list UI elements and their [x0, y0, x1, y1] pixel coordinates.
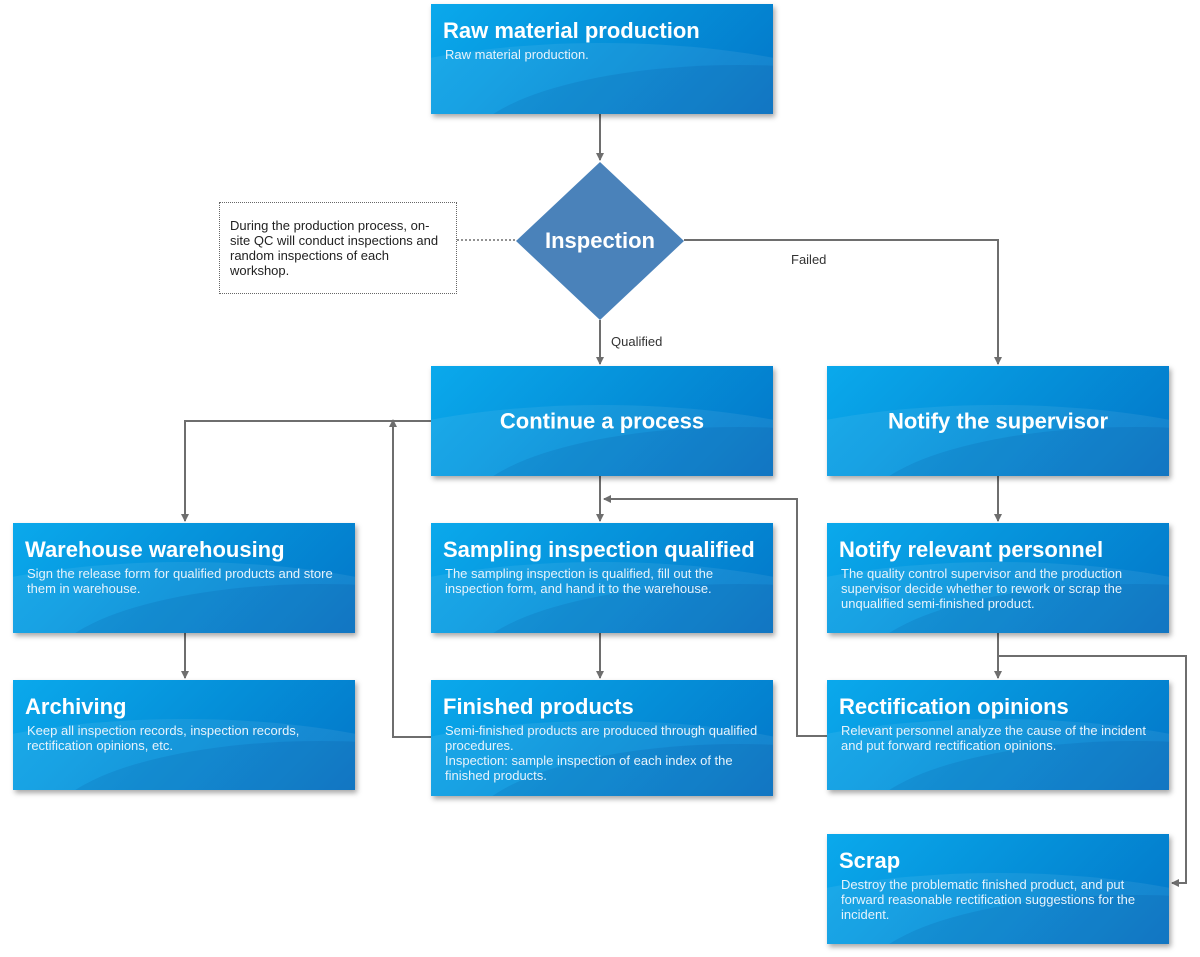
node-description: Sign the release form for qualified prod…	[27, 566, 333, 596]
edge-inspection-to-supervisor	[684, 239, 1002, 365]
inspection-decision: Inspection	[516, 162, 684, 320]
edge-continue-to-warehouse	[181, 420, 432, 522]
node-description: The quality control supervisor and the p…	[841, 566, 1123, 611]
node-description: Semi-finished products are produced thro…	[445, 723, 758, 783]
node-description: Raw material production.	[445, 47, 589, 62]
node-warehouse-warehousing: Warehouse warehousing Sign the release f…	[13, 523, 355, 633]
node-description: The sampling inspection is qualified, fi…	[445, 566, 714, 596]
inspection-title: Inspection	[544, 228, 655, 253]
node-description: Destroy the problematic finished product…	[841, 877, 1136, 922]
node-title: Raw material production	[443, 18, 700, 43]
node-title: Rectification opinions	[839, 694, 1069, 719]
node-description: Relevant personnel analyze the cause of …	[841, 723, 1146, 753]
inspection-note: During the production process, on-site Q…	[219, 202, 457, 294]
node-title: Finished products	[443, 694, 634, 719]
node-rectification-opinions: Rectification opinions Relevant personne…	[827, 680, 1169, 790]
node-title: Continue a process	[499, 408, 705, 434]
qualified-label: Qualified	[611, 334, 663, 349]
node-title: Sampling inspection qualified	[443, 537, 755, 562]
edge-personnel-to-scrap	[998, 655, 1187, 887]
edge-rectification-to-sampling	[603, 495, 827, 737]
node-notify-relevant-personnel: Notify relevant personnel The quality co…	[827, 523, 1169, 633]
node-title: Scrap	[839, 848, 901, 873]
node-raw-material-production: Raw material production Raw material pro…	[431, 4, 773, 114]
failed-label: Failed	[791, 252, 827, 267]
node-continue-a-process: Continue a process	[431, 366, 773, 476]
node-finished-products: Finished products Semi-finished products…	[431, 680, 773, 796]
node-description: Keep all inspection records, inspection …	[27, 723, 300, 753]
edge-finished-to-continue	[389, 419, 432, 738]
node-notify-the-supervisor: Notify the supervisor	[827, 366, 1169, 476]
node-sampling-inspection-qualified: Sampling inspection qualified The sampli…	[431, 523, 773, 633]
node-title: Notify the supervisor	[887, 408, 1109, 434]
node-archiving: Archiving Keep all inspection records, i…	[13, 680, 355, 790]
node-title: Warehouse warehousing	[25, 537, 285, 562]
node-title: Notify relevant personnel	[839, 537, 1104, 562]
diamond-shape	[516, 162, 684, 320]
node-scrap: Scrap Destroy the problematic finished p…	[827, 834, 1169, 944]
node-title: Archiving	[25, 694, 127, 719]
